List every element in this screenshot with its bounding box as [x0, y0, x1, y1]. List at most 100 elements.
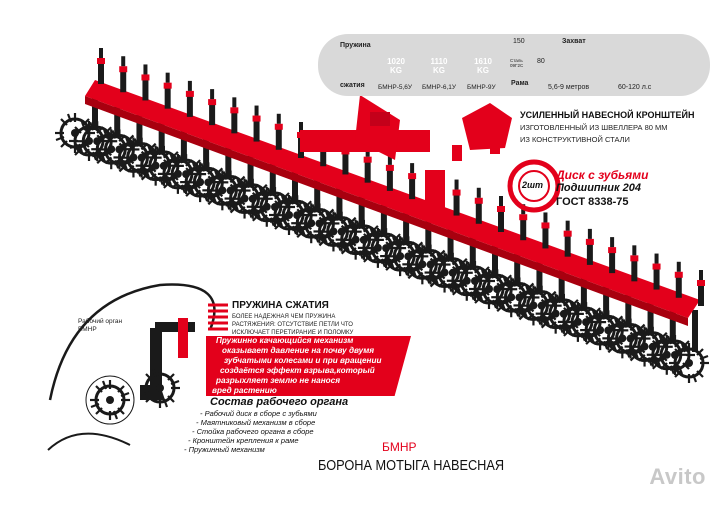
frame-beam — [85, 80, 700, 318]
organ-stand — [403, 203, 410, 246]
spring-post — [630, 245, 639, 282]
spring-post — [697, 270, 705, 306]
organ-stand — [114, 96, 121, 139]
product-code: БМНР — [382, 440, 417, 454]
info-line-6: вред растению — [212, 386, 277, 395]
bracket-line2: ИЗ КОНСТРУКТИВНОЙ СТАЛИ — [520, 135, 630, 144]
organ-stand — [558, 260, 565, 303]
disk-bearing: Подшипник 204 — [556, 182, 641, 194]
spring-post — [608, 237, 617, 274]
frame-dim-top: 150 — [513, 38, 525, 45]
organ-stand — [358, 186, 365, 229]
frame-label: Рама — [511, 80, 529, 87]
weight-2-value: 1110 — [430, 57, 448, 66]
spring-label-top: Пружина — [340, 42, 371, 49]
specs-panel — [318, 34, 710, 96]
spring-title: ПРУЖИНА СЖАТИЯ — [232, 300, 329, 311]
info-line-3: зубчатыми колесами и при вращении — [224, 356, 382, 365]
weight-2-model: БМНР-6,1У — [422, 84, 457, 91]
organ-stand — [292, 162, 298, 204]
info-line-2: оказывает давление на почву двумя — [222, 346, 375, 355]
weight-3-model: БМНР-9У — [467, 84, 496, 91]
organ-stand — [469, 227, 476, 270]
spring-post — [141, 64, 150, 101]
spring-post — [474, 187, 483, 224]
disk-wheels — [53, 88, 711, 385]
spring-post — [408, 163, 417, 200]
info-line-1: Пружинно качающийся механизм — [216, 336, 354, 345]
spring-post — [363, 146, 372, 183]
spring-post — [452, 179, 461, 216]
spring-post — [385, 154, 394, 191]
organ-stand — [136, 104, 143, 147]
bracket-title: УСИЛЕННЫЙ НАВЕСНОЙ КРОНШТЕЙН — [520, 110, 695, 120]
weight-1-value: 1020 — [387, 57, 405, 66]
disk-count: 2шт — [522, 180, 544, 190]
spring-post — [497, 196, 505, 232]
spring-post — [208, 89, 217, 126]
organ-stand — [314, 170, 321, 213]
spring-post — [163, 72, 172, 109]
spring-post — [585, 228, 594, 265]
organ-stand — [92, 88, 98, 130]
spring-post — [185, 80, 194, 117]
composition-item-4: - Кронштейн крепления к раме — [188, 436, 299, 445]
info-box: Пружинно качающийся механизм оказывает д… — [206, 336, 411, 396]
info-line-5: разрыхляет землю не нанося — [216, 376, 341, 385]
avito-watermark: Avito — [649, 464, 706, 489]
spring-post — [541, 212, 550, 249]
composition-item-5: - Пружинный механизм — [184, 445, 265, 454]
organ-label-2: БМНР — [78, 326, 97, 333]
spring-label-bottom: сжатия — [340, 82, 365, 89]
organ-stand — [269, 153, 276, 196]
disk-gost: ГОСТ 8338-75 — [556, 196, 629, 208]
organ-label-1: Рабочий орган — [78, 318, 123, 325]
spring-post — [252, 105, 261, 142]
organ-stand — [203, 129, 210, 172]
organ-stand — [247, 145, 254, 188]
spring-post — [674, 261, 683, 298]
organ-stand — [692, 310, 698, 352]
spring-post — [119, 56, 128, 93]
info-line-4: создаётся эффект взрыва,который — [220, 366, 375, 375]
bracket-thumbnail — [452, 103, 512, 161]
weight-1-model: БМНР-5,6У — [378, 84, 413, 91]
spring-line1: БОЛЕЕ НАДЕЖНАЯ ЧЕМ ПРУЖИНА — [232, 314, 336, 320]
disk-title: Диск с зубьями — [556, 168, 649, 182]
composition-item-1: - Рабочий диск в сборе с зубьями — [200, 409, 317, 418]
spring-line2: РАСТЯЖЕНИЯ: ОТСУТСТВИЕ ПЕТЛИ ЧТО — [232, 322, 353, 328]
spring-compression-icon — [208, 303, 228, 331]
organ-stand — [580, 268, 587, 311]
organ-stand — [336, 178, 343, 221]
frame-steel: Сталь 09Г2С — [510, 58, 524, 68]
width-value: 5,6-9 метров — [548, 84, 590, 91]
product-name: БОРОНА МОТЫГА НАВЕСНАЯ — [318, 457, 505, 474]
organ-stand — [647, 293, 654, 336]
composition-item-2: - Маятниковый механизм в сборе — [196, 418, 316, 427]
organ-stand — [425, 211, 432, 254]
organ-stand — [514, 244, 521, 287]
spring-post — [97, 48, 105, 84]
disk-wheel — [667, 341, 711, 385]
working-organ-diagram — [47, 283, 216, 451]
spring-post — [652, 253, 661, 290]
organ-stand — [625, 285, 632, 328]
weight-2-unit: KG — [433, 66, 445, 75]
frame-dim-side: 80 — [537, 58, 545, 65]
organ-stand — [536, 252, 543, 295]
organ-stand — [603, 277, 610, 320]
organ-stand — [492, 236, 498, 278]
power-value: 60-120 л.с — [618, 84, 652, 91]
organ-stand — [180, 120, 187, 163]
composition-title: Состав рабочего органа — [210, 396, 349, 408]
spring-post — [274, 113, 283, 150]
bearing-icon — [507, 159, 561, 213]
organ-stand — [225, 137, 232, 180]
bracket-line1: ИЗГОТОВЛЕННЫЙ ИЗ ШВЕЛЛЕРА 80 ММ — [520, 123, 668, 132]
organ-stand — [447, 219, 454, 262]
spring-post — [230, 97, 239, 134]
spring-line3: ИСКЛЮЧАЕТ ПЕРЕТИРАНИЕ И ПОЛОМКУ — [232, 330, 354, 336]
weight-3-value: 1610 — [474, 57, 492, 66]
composition-item-3: - Стойка рабочего органа в сборе — [192, 427, 314, 436]
